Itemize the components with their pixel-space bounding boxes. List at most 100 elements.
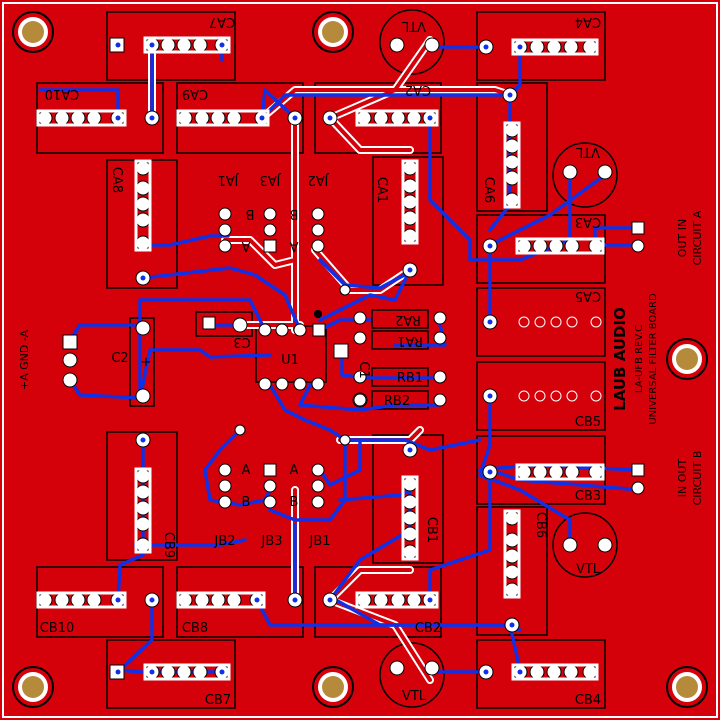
label-ra1: RA1	[397, 333, 423, 348]
label-ja-a-right: A	[289, 238, 298, 253]
label-ca5: CA5	[575, 288, 601, 303]
label-ca8: CA8	[109, 167, 124, 193]
mounting-hole-right	[666, 338, 708, 380]
pads-resistors	[353, 311, 447, 407]
pads-cb6	[503, 509, 521, 633]
pads-ca10	[36, 109, 160, 127]
label-cb1: CB1	[424, 517, 439, 543]
label-cb4: CB4	[575, 693, 601, 708]
silk-labels: CA7 CA10 CA9 CA2 CA4 CA6 CA8 CA1 CA3 CA5…	[18, 14, 704, 708]
mounting-hole-top-center	[312, 11, 354, 53]
label-board-name: UNIVERSAL FILTER BOARD	[648, 293, 659, 425]
label-vtl-bottom: VTL	[402, 689, 427, 704]
label-jb-b-right: B	[290, 495, 299, 510]
label-rb1: RB1	[397, 371, 423, 386]
outline-vtl-right-bottom	[552, 512, 618, 578]
mounting-holes	[12, 11, 708, 708]
label-cb8: CB8	[182, 621, 208, 636]
label-cb7: CB7	[205, 693, 231, 708]
label-brand: LAUB AUDIO	[611, 307, 629, 411]
label-cb9: CB9	[161, 532, 176, 558]
label-ja-b-right: B	[290, 206, 299, 221]
pads-circuit-b	[631, 463, 645, 495]
pads-vtl	[389, 37, 613, 676]
label-c3: C3	[233, 334, 250, 349]
label-cb2: CB2	[415, 621, 441, 636]
outline-cb7	[106, 639, 236, 709]
label-ja1: JA1	[218, 172, 240, 187]
label-ca10: CA10	[45, 86, 80, 101]
outline-ca5	[476, 287, 606, 357]
pads-circuit-a	[631, 221, 645, 253]
outline-cb5	[476, 361, 606, 431]
outline-vtl-top	[379, 9, 445, 75]
label-ca1: CA1	[374, 177, 389, 203]
label-ja-a-left: A	[241, 238, 250, 253]
label-ca6: CA6	[481, 177, 496, 203]
label-ca4: CA4	[575, 14, 601, 29]
label-jb-b-left: B	[242, 495, 251, 510]
label-jb1: JB1	[308, 534, 330, 549]
label-ja3: JA3	[260, 172, 282, 187]
label-circuit-b-title: CIRCUIT B	[691, 451, 704, 506]
label-ja-b-left: B	[246, 206, 255, 221]
label-jb2: JB2	[213, 534, 235, 549]
pads	[36, 36, 645, 681]
pads-ca8	[134, 159, 152, 286]
label-ca9: CA9	[182, 86, 208, 101]
outline-cb9	[106, 431, 178, 561]
label-circuit-a: OUT IN	[676, 219, 689, 257]
label-c2-plus: +	[141, 355, 152, 370]
label-vtl-top: VTL	[401, 18, 426, 33]
label-c1: C1	[356, 361, 371, 378]
pads-cb1	[401, 442, 419, 561]
label-jb-a-right: A	[290, 463, 299, 478]
outline-c2	[129, 317, 155, 407]
outline-ca1	[372, 156, 444, 286]
pads-ca6	[502, 87, 521, 209]
outline-ra2	[371, 309, 429, 329]
pads-power-connector	[62, 334, 78, 388]
outline-cb4	[476, 639, 606, 709]
label-cb10: CB10	[40, 621, 75, 636]
outline-rb2	[371, 390, 429, 410]
label-vtl-right-top: VTL	[575, 144, 600, 159]
pads-ja	[218, 207, 325, 253]
label-ja2: JA2	[308, 172, 330, 187]
outline-ca3	[476, 214, 606, 284]
label-power-connector: +A GND -A	[18, 329, 31, 390]
label-rb2: RB2	[384, 394, 410, 409]
label-jb-a-left: A	[242, 463, 251, 478]
label-circuit-b: IN OUT	[676, 459, 689, 498]
component-outlines	[36, 9, 618, 709]
pads-cb9	[134, 432, 152, 554]
outline-ra1	[371, 330, 429, 350]
label-cb5: CB5	[575, 415, 601, 430]
label-circuit-a-title: CIRCUIT A	[691, 210, 704, 265]
label-jb3: JB3	[260, 534, 282, 549]
outline-vtl-right-top	[552, 142, 618, 208]
label-ca2: CA2	[405, 82, 431, 97]
mounting-hole-bottom-center	[312, 666, 354, 708]
label-cb3: CB3	[575, 489, 601, 504]
pads-ca1	[401, 159, 419, 278]
label-u1: U1	[281, 353, 299, 368]
outline-ca6	[476, 82, 548, 212]
mounting-hole-top-left	[12, 11, 54, 53]
outline-vtl-bottom	[379, 642, 445, 708]
label-model: LA-UFB REV.C	[634, 325, 645, 393]
outline-ca7	[106, 11, 236, 81]
pads-jb	[218, 463, 325, 509]
mounting-hole-bottom-left	[12, 666, 54, 708]
label-ra2: RA2	[395, 312, 421, 327]
pads-u1	[258, 323, 326, 391]
label-ca3: CA3	[575, 214, 601, 229]
label-vtl-right-bottom: VTL	[576, 562, 601, 577]
u1-pin1-marker	[314, 310, 322, 318]
label-c2: C2	[111, 351, 128, 366]
mounting-hole-bottom-right	[666, 666, 708, 708]
label-cb6: CB6	[533, 512, 548, 538]
blue-traces	[38, 43, 642, 674]
